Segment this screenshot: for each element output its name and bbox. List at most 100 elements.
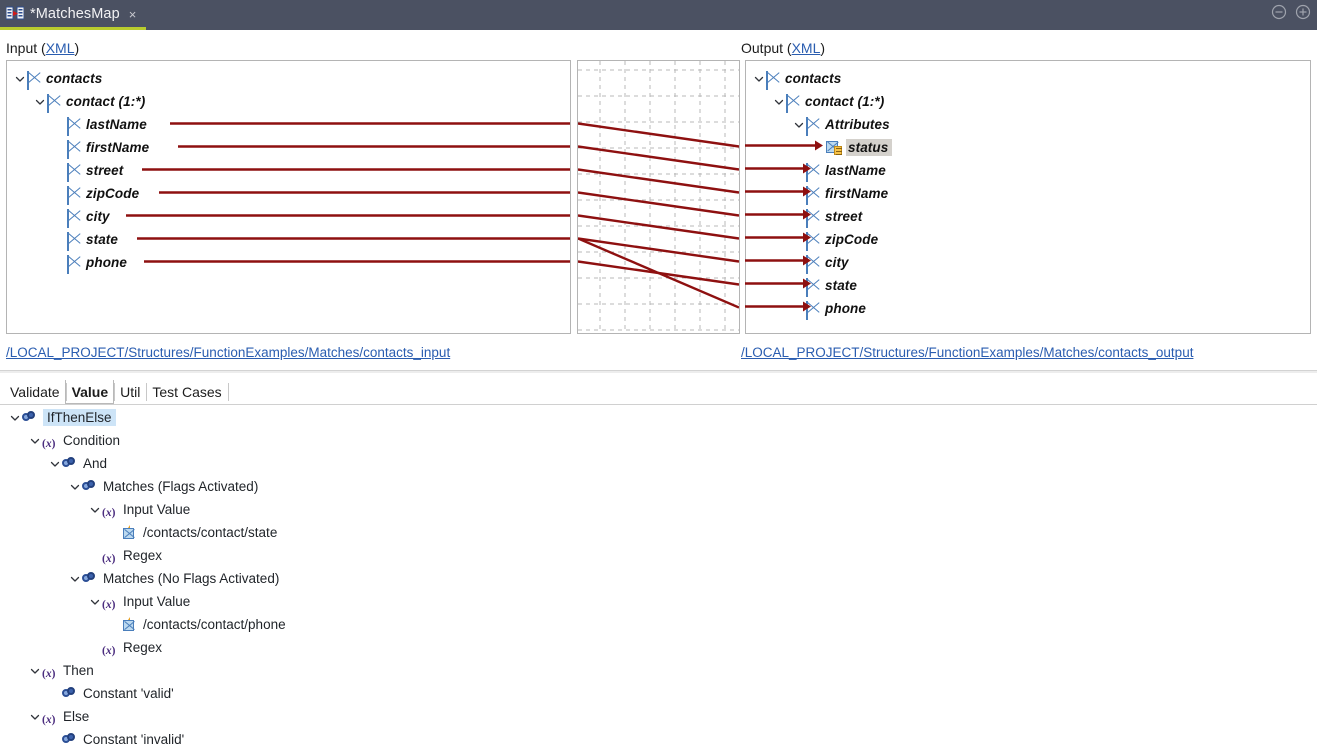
tree-indent-spacer [108,521,122,544]
element-icon [786,93,800,113]
output-node-contacts[interactable]: contacts [752,67,841,90]
function-tree-node[interactable]: Matches (Flags Activated) [68,475,258,498]
editor-tab-label: *MatchesMap [30,5,120,22]
function-icon [22,410,38,425]
output-node-city[interactable]: city [792,251,849,274]
input-link-stubs [126,122,570,263]
input-node-phone[interactable]: phone [53,251,127,274]
tab-util[interactable]: Util [114,380,146,404]
tree-node-label: city [825,255,849,270]
chevron-down-icon[interactable] [28,705,42,728]
output-node-attributes[interactable]: Attributes [792,113,890,136]
output-structure-panel[interactable]: contacts contact (1:*)Attributes status las… [745,60,1311,334]
tree-node-label: contacts [785,71,842,86]
output-node-contact-1[interactable]: contact (1:*) [772,90,884,113]
element-icon [67,162,81,182]
input-file-link[interactable]: /LOCAL_PROJECT/Structures/FunctionExampl… [6,345,451,360]
minimize-icon[interactable] [1271,4,1287,20]
tab-validate[interactable]: Validate [4,380,66,404]
input-xml-link[interactable]: XML [45,40,75,56]
xpath-icon [122,616,138,632]
element-icon [806,300,820,320]
chevron-down-icon[interactable] [28,429,42,452]
output-node-lastname[interactable]: lastName [792,159,886,182]
chevron-down-icon[interactable] [28,659,42,682]
output-label-suffix: ) [820,40,826,56]
function-tree-node[interactable]: (x)Else [28,705,89,728]
input-node-street[interactable]: street [53,159,123,182]
function-tree-node-label: Condition [63,433,121,448]
function-tree-node[interactable]: (x)Then [28,659,94,682]
tab-divider [114,383,116,401]
tab-divider [65,383,67,401]
output-node-status[interactable]: status [812,136,893,159]
input-node-contact-1[interactable]: contact (1:*) [33,90,145,113]
tree-node-label: lastName [86,117,147,132]
maximize-icon[interactable] [1295,4,1311,20]
function-tree-node[interactable]: /contacts/contact/state [108,521,277,544]
function-tree-node-label: Else [63,709,90,724]
editor-tab-matchesmap[interactable]: *MatchesMap × [0,0,146,30]
function-tree-node-label: And [83,456,108,471]
function-tree-node[interactable]: Matches (No Flags Activated) [68,567,279,590]
chevron-down-icon[interactable] [88,498,102,521]
tab-value[interactable]: Value [66,380,115,404]
tree-node-label: state [86,232,119,247]
function-tree-node-label: Constant 'valid' [83,686,174,701]
element-icon [806,231,820,251]
output-file-link[interactable]: /LOCAL_PROJECT/Structures/FunctionExampl… [741,345,1194,360]
tree-node-label: street [825,209,863,224]
element-icon [806,208,820,228]
input-node-firstname[interactable]: firstName [53,136,149,159]
function-tree-node[interactable]: Constant 'invalid' [48,728,184,751]
output-node-street[interactable]: street [792,205,862,228]
output-node-phone[interactable]: phone [792,297,866,320]
function-tree-node[interactable]: IfThenElse [8,406,116,429]
input-node-zipcode[interactable]: zipCode [53,182,139,205]
output-node-firstname[interactable]: firstName [792,182,888,205]
element-icon [67,231,81,251]
function-tree-node-label: /contacts/contact/phone [143,617,286,632]
input-node-contacts[interactable]: contacts [13,67,102,90]
function-tree-node[interactable]: (x)Input Value [88,498,190,521]
function-tree-node[interactable]: /contacts/contact/phone [108,613,286,636]
tree-node-label: status [846,139,893,156]
close-icon[interactable]: × [128,7,137,22]
chevron-down-icon[interactable] [68,475,82,498]
chevron-down-icon[interactable] [752,67,766,90]
tab-label: Test Cases [152,384,222,400]
chevron-down-icon[interactable] [48,452,62,475]
chevron-down-icon[interactable] [68,567,82,590]
input-node-state[interactable]: state [53,228,118,251]
chevron-down-icon[interactable] [33,90,47,113]
chevron-down-icon[interactable] [13,67,27,90]
chevron-down-icon[interactable] [772,90,786,113]
mapping-arrowheads [745,140,823,312]
input-node-city[interactable]: city [53,205,110,228]
mapping-icon [5,6,25,22]
mapping-canvas-panel[interactable] [577,60,740,334]
element-icon [806,116,820,136]
function-tree-node[interactable]: (x)Regex [88,544,162,567]
output-node-zipcode[interactable]: zipCode [792,228,878,251]
output-xml-link[interactable]: XML [791,40,821,56]
tree-indent-spacer [108,613,122,636]
tab-strip-underline [0,404,1317,405]
chevron-down-icon[interactable] [792,113,806,136]
tab-test-cases[interactable]: Test Cases [146,380,227,404]
variable-icon: (x) [102,506,116,519]
output-node-state[interactable]: state [792,274,857,297]
chevron-down-icon[interactable] [88,590,102,613]
function-tree-node[interactable]: (x)Condition [28,429,120,452]
function-tree-node[interactable]: (x)Input Value [88,590,190,613]
chevron-down-icon[interactable] [8,406,22,429]
function-tree-node-label: Constant 'invalid' [83,732,185,747]
function-tree-node[interactable]: (x)Regex [88,636,162,659]
function-tree-node[interactable]: And [48,452,107,475]
input-node-lastname[interactable]: lastName [53,113,147,136]
tab-divider [227,383,229,401]
function-tree-node[interactable]: Constant 'valid' [48,682,174,705]
